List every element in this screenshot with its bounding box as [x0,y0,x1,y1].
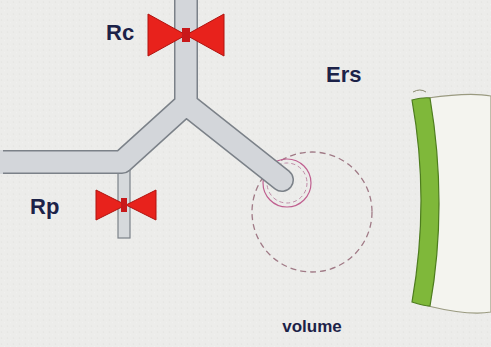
resistance-label: Rc [106,22,134,44]
elastance-band [412,98,439,306]
valve-hub [121,198,127,212]
peripheral-resistance-valve [96,190,156,220]
axis-label: volume [282,318,342,335]
band-top-mark [413,90,426,92]
resistance-label: Rp [30,196,59,218]
central-resistance-valve [148,14,224,56]
airway-tube [0,0,282,180]
valve-hub [182,28,190,42]
elastance-label: Ers [326,64,361,86]
